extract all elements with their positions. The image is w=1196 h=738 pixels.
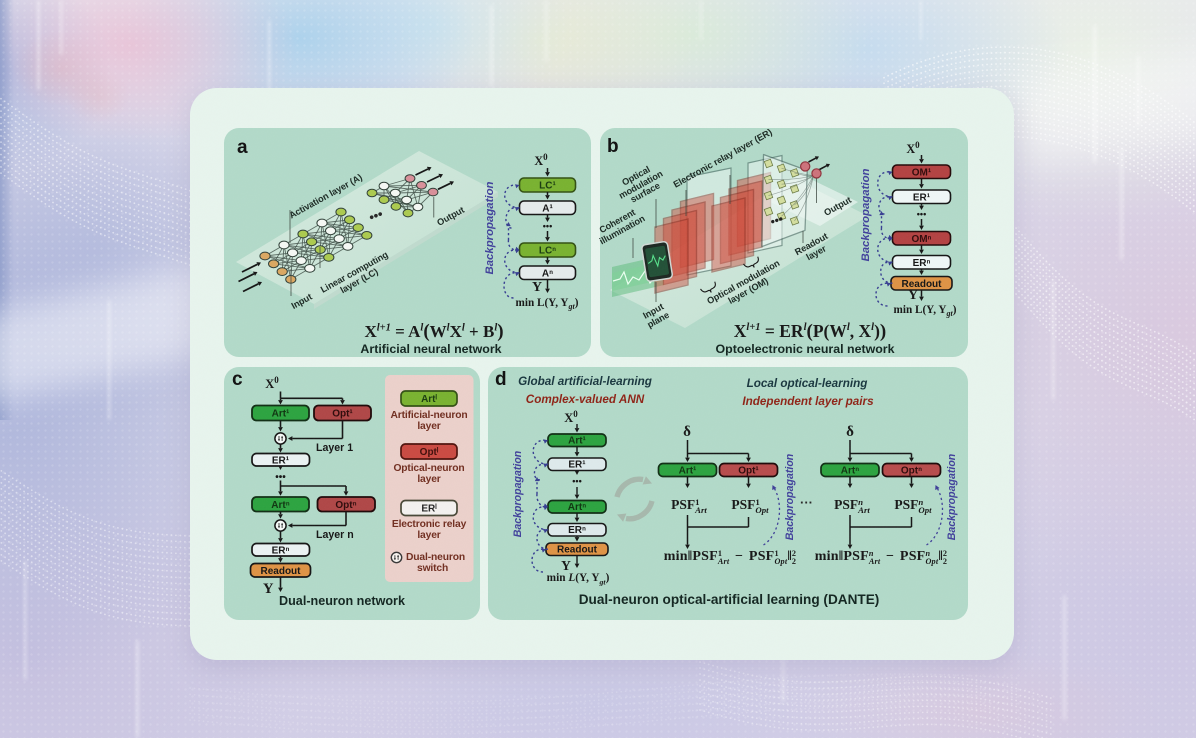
svg-text:LCⁿ: LCⁿ (539, 246, 556, 257)
svg-text:A¹: A¹ (542, 204, 553, 215)
svg-text:Artⁿ: Artⁿ (568, 502, 586, 513)
svg-text:Optⁿ: Optⁿ (901, 466, 922, 477)
svg-text:ERⁿ: ERⁿ (272, 546, 290, 557)
svg-text:ER¹: ER¹ (913, 193, 931, 204)
svg-text:ERⁿ: ERⁿ (568, 525, 586, 536)
svg-text:ER¹: ER¹ (568, 460, 586, 471)
svg-text:LC¹: LC¹ (539, 181, 556, 192)
svg-text:Readout: Readout (557, 545, 598, 556)
svg-text:Artˡ: Artˡ (421, 394, 437, 405)
svg-text:Optⁿ: Optⁿ (335, 500, 356, 511)
svg-text:Aⁿ: Aⁿ (542, 269, 553, 280)
svg-text:Opt¹: Opt¹ (332, 409, 353, 420)
svg-text:ERˡ: ERˡ (421, 504, 437, 515)
svg-text:Artⁿ: Artⁿ (271, 500, 289, 511)
svg-text:Art¹: Art¹ (272, 409, 290, 420)
svg-text:Artⁿ: Artⁿ (841, 466, 859, 477)
svg-text:ERⁿ: ERⁿ (913, 258, 931, 269)
svg-text:OMⁿ: OMⁿ (911, 234, 931, 245)
svg-text:Art¹: Art¹ (679, 466, 697, 477)
svg-text:Opt¹: Opt¹ (738, 466, 759, 477)
svg-text:Readout: Readout (261, 566, 302, 577)
svg-text:•••: ••• (543, 221, 552, 231)
svg-text:Optˡ: Optˡ (420, 447, 439, 458)
svg-text:Art¹: Art¹ (568, 436, 586, 447)
svg-text:•••: ••• (572, 476, 581, 486)
svg-text:•••: ••• (917, 209, 926, 219)
svg-text:ER¹: ER¹ (272, 456, 290, 467)
svg-text:OM¹: OM¹ (912, 168, 932, 179)
